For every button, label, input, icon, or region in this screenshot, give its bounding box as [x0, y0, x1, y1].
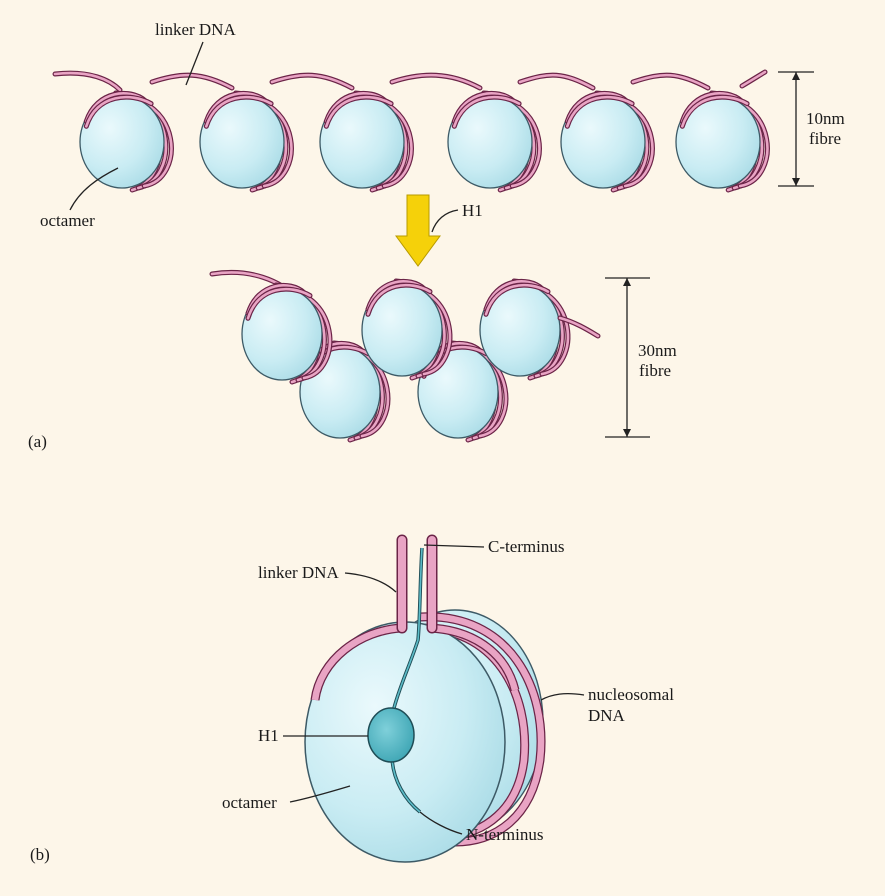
nucleosome-4	[448, 93, 539, 190]
nucleosomal-dna-label-line2: DNA	[588, 706, 626, 725]
linker-dna-label-b: linker DNA	[258, 563, 339, 582]
n-terminus-label: N-terminus	[466, 825, 543, 844]
linker-dna-start	[55, 73, 120, 90]
nucleosome-1	[80, 93, 171, 190]
nucleosomal-dna-pointer	[541, 694, 584, 700]
h1-pointer-a	[432, 210, 458, 232]
nucleosome-detail	[305, 540, 543, 862]
h1-label-b: H1	[258, 726, 279, 745]
octamer-label-a: octamer	[40, 211, 95, 230]
linker-dna	[633, 75, 708, 88]
nucleosome-30-5	[480, 281, 568, 378]
linker-dna	[392, 75, 480, 88]
panel-a-label: (a)	[28, 432, 47, 451]
h1-globular-domain	[368, 708, 414, 762]
linker-dna	[272, 75, 352, 88]
nucleosome-5	[561, 93, 652, 190]
linker-dna-end	[742, 72, 765, 86]
fibre-10nm-label-line1: 10nm	[806, 109, 845, 128]
linker-dna	[520, 75, 593, 88]
linker-dna	[152, 75, 232, 88]
c-terminus-label: C-terminus	[488, 537, 565, 556]
linker-dna-pointer-b	[345, 573, 396, 592]
fibre-10nm-label-line2: fibre	[809, 129, 841, 148]
nucleosome-2	[200, 93, 291, 190]
fibre-30nm-label-line2: fibre	[639, 361, 671, 380]
h1-label-a: H1	[462, 201, 483, 220]
nucleosome-30-4	[362, 281, 450, 378]
nucleosome-30-3	[242, 285, 330, 382]
linker-dna-label-a: linker DNA	[155, 20, 236, 39]
octamer-label-b: octamer	[222, 793, 277, 812]
nucleosome-6	[676, 93, 767, 190]
fibre-30nm-label-line1: 30nm	[638, 341, 677, 360]
h1-addition-arrow	[396, 195, 440, 266]
nucleosome-cluster-30nm	[212, 272, 598, 440]
nucleosomal-dna-label-line1: nucleosomal	[588, 685, 674, 704]
nucleosome-3	[320, 93, 411, 190]
nucleosome-row-10nm	[55, 72, 767, 190]
panel-b-label: (b)	[30, 845, 50, 864]
